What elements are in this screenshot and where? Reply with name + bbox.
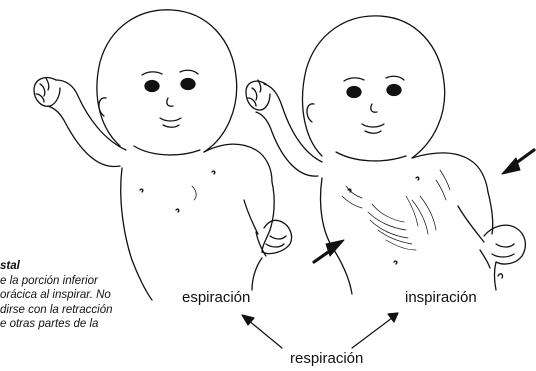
baby-right-hand [484,225,525,264]
label-espiracion: espiración [182,289,250,306]
baby-right-ear [307,104,314,122]
label-respiracion: respiración [290,350,363,367]
baby-right-head [303,16,445,158]
label-inspiracion: inspiración [405,289,477,306]
baby-right-eye-l [347,87,361,98]
baby-left-mouth [160,118,181,121]
baby-right-shoulder [412,153,488,192]
baby-left-eye-l [145,81,159,92]
caption-line-4: e otras partes de la [0,317,160,332]
caption-fragment: stal e la porción inferior orácica al in… [0,259,160,332]
baby-left-shoulder [204,144,272,182]
baby-right-eye-r [387,85,401,96]
arrow-to-inspiracion [352,318,392,348]
baby-left-raised-arm [56,80,126,150]
baby-expiration-drawing [34,10,292,300]
indrawing-arrow-right-head [502,158,520,174]
caption-title: stal [0,259,160,274]
baby-right-raised-arm [264,84,322,162]
indrawing-arrows [314,150,534,262]
baby-inspiration-drawing [246,16,525,294]
baby-right-mouth [362,124,384,127]
baby-right-torso-left [321,178,353,294]
baby-right-fist [246,81,270,110]
baby-left-head [97,10,237,152]
baby-right-nose [371,104,377,112]
caption-line-2: orácica al inspirar. No [0,288,160,303]
label-arrows [242,313,398,348]
indrawing-arrow-left-head [326,240,344,256]
baby-left-eye-r [181,79,195,90]
chest-retraction-shading [342,170,450,250]
arrow-to-espiracion [248,320,282,348]
caption-line-1: e la porción inferior [0,274,160,289]
baby-left-lower-arm [262,182,274,252]
caption-line-3: dirse con la retracción [0,303,160,318]
baby-left-nose [167,98,173,106]
